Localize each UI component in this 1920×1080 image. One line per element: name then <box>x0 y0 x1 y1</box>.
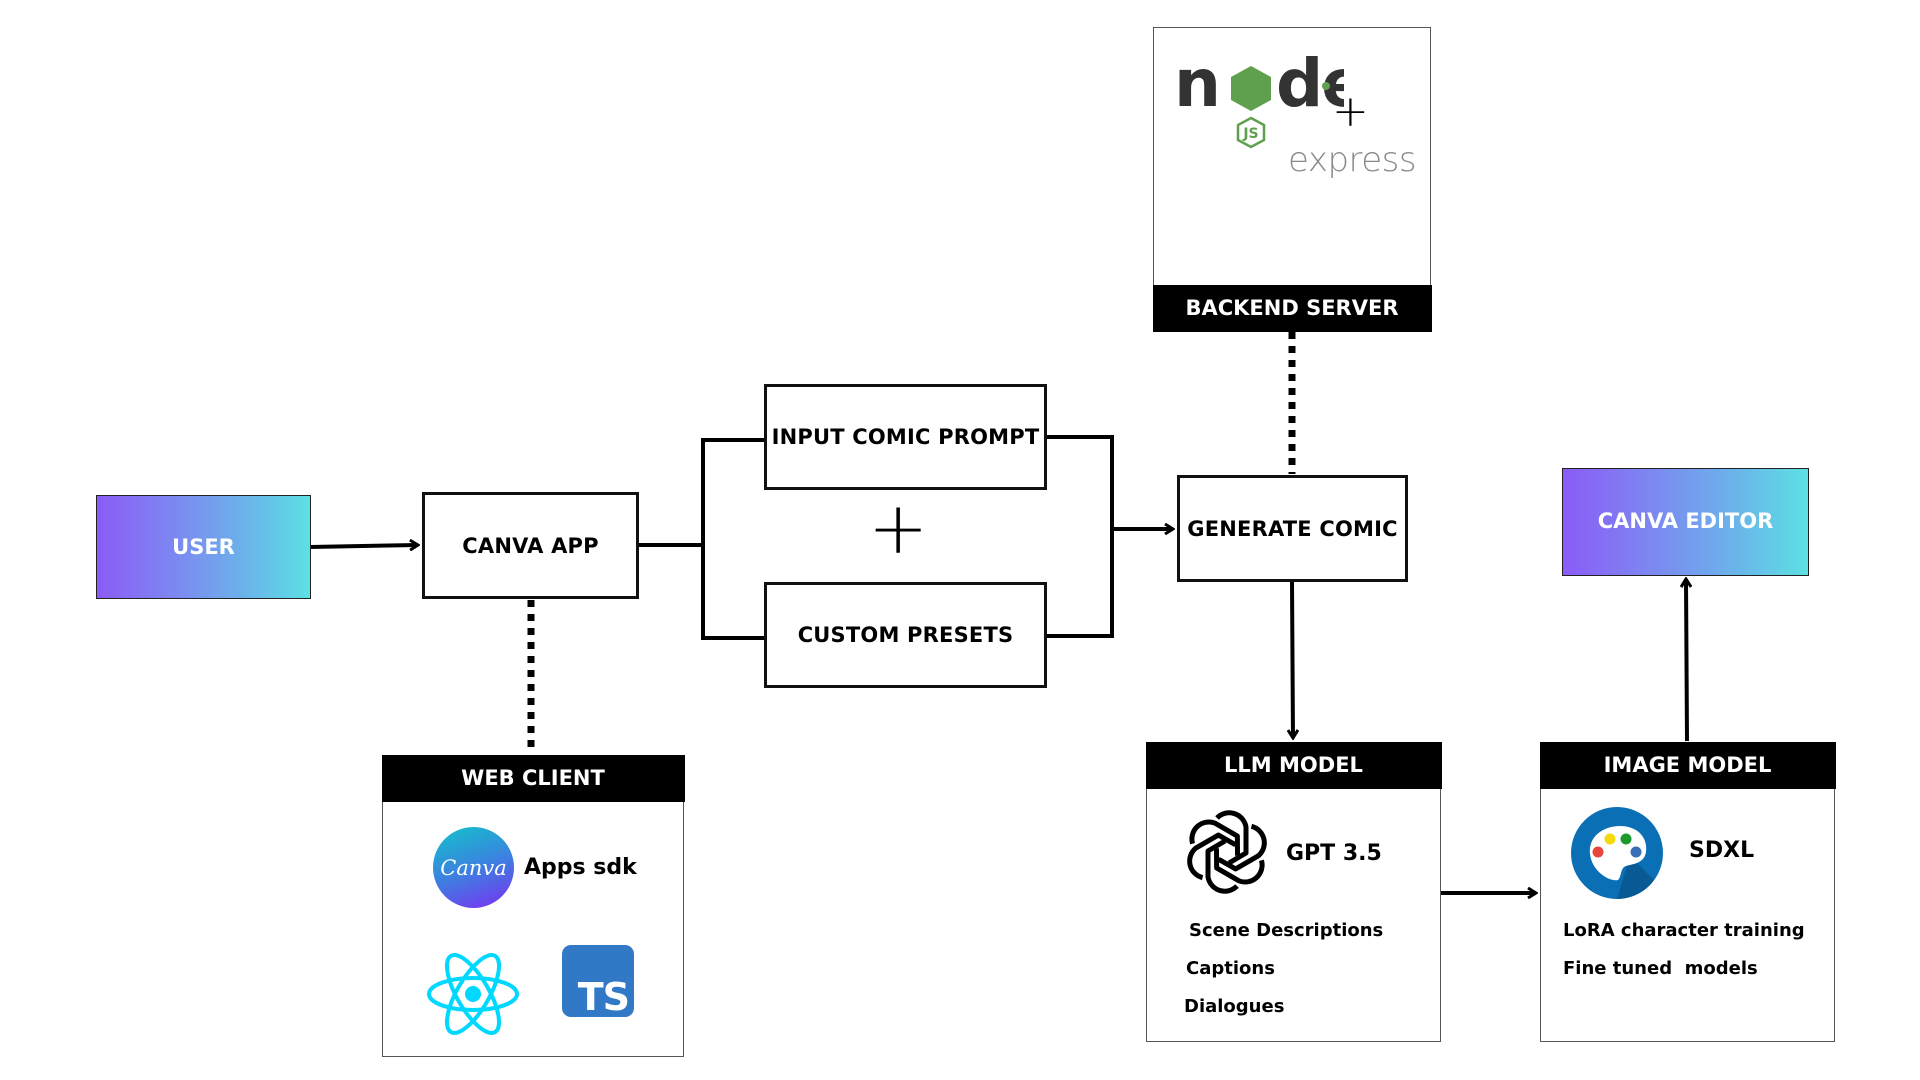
backend-server-card[interactable]: BACKEND SERVER n de JS + express <box>1152 27 1432 332</box>
image-model-card[interactable]: IMAGE MODEL SDXL LoRA character training… <box>1539 741 1836 1042</box>
llm-item: Dialogues <box>1184 996 1285 1017</box>
llm-model-title: LLM MODEL <box>1145 741 1442 789</box>
connector-join <box>1046 435 1114 638</box>
user-node[interactable]: USER <box>96 495 311 599</box>
canva-editor-node[interactable]: CANVA EDITOR <box>1562 468 1809 576</box>
arrow-user-to-canva-app <box>309 545 418 547</box>
input-comic-prompt-label: INPUT COMIC PROMPT <box>771 425 1040 449</box>
arrow-image-model-to-canva-editor <box>1686 579 1687 742</box>
arrow-generate-to-llm <box>1292 581 1293 738</box>
llm-model-name: GPT 3.5 <box>1286 841 1382 866</box>
llm-model-card[interactable]: LLM MODEL GPT 3.5 Scene Descriptions Cap… <box>1145 741 1442 1042</box>
generate-comic-label: GENERATE COMIC <box>1187 516 1398 541</box>
ts-logo-text: TS <box>577 975 630 1019</box>
canva-editor-label: CANVA EDITOR <box>1597 509 1774 533</box>
canva-logo-icon: Canva <box>433 827 514 908</box>
image-model-item: LoRA character training <box>1563 920 1805 941</box>
typescript-logo-icon: TS <box>562 945 634 1017</box>
apps-sdk-label: Apps sdk <box>524 855 637 880</box>
canva-app-label: CANVA APP <box>462 533 599 558</box>
custom-presets-label: CUSTOM PRESETS <box>797 623 1014 647</box>
llm-item: Captions <box>1186 958 1275 979</box>
input-comic-prompt-node[interactable]: INPUT COMIC PROMPT <box>764 384 1047 490</box>
plus-symbol: + <box>868 486 929 570</box>
web-client-title: WEB CLIENT <box>381 754 685 802</box>
image-model-title: IMAGE MODEL <box>1539 741 1836 789</box>
web-client-card[interactable]: WEB CLIENT Canva Apps sdk TS <box>381 754 685 1057</box>
llm-item: Scene Descriptions <box>1189 920 1384 941</box>
js-badge-text: JS <box>1242 126 1258 142</box>
user-label: USER <box>172 535 235 559</box>
custom-presets-node[interactable]: CUSTOM PRESETS <box>764 582 1047 688</box>
svg-text:n: n <box>1174 45 1219 122</box>
backend-server-title: BACKEND SERVER <box>1152 284 1432 332</box>
image-model-name: SDXL <box>1689 838 1755 863</box>
connector-branch-top <box>701 438 764 640</box>
backend-plus: + <box>1332 86 1369 137</box>
react-logo-icon <box>427 953 519 1035</box>
image-model-item: Fine tuned models <box>1563 958 1758 979</box>
svg-text:de: de <box>1276 45 1344 122</box>
canva-logo-text: Canva <box>440 855 507 880</box>
nodejs-logo-icon: n de JS <box>1174 45 1344 149</box>
canva-app-node[interactable]: CANVA APP <box>422 492 639 599</box>
openai-logo-icon <box>1187 810 1267 894</box>
paint-palette-icon <box>1571 807 1663 899</box>
express-logo: express <box>1288 140 1417 180</box>
generate-comic-node[interactable]: GENERATE COMIC <box>1177 475 1408 582</box>
